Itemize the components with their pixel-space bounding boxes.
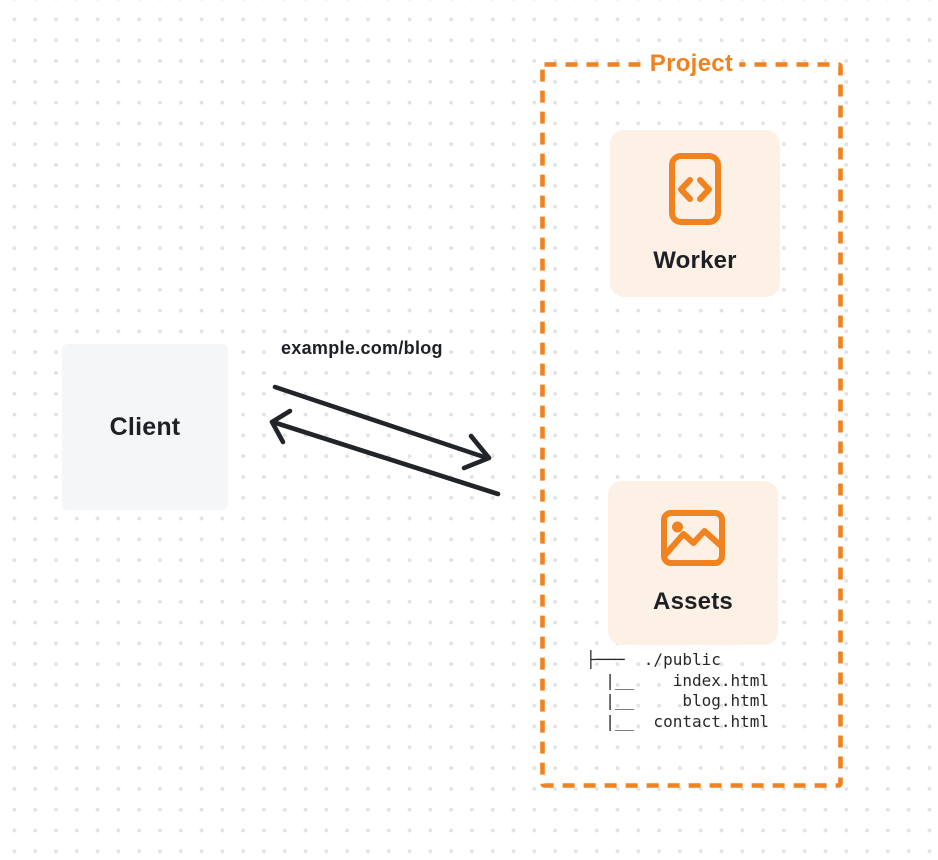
assets-label: Assets [653,588,733,615]
request-arrow [272,384,492,471]
tree-line-contact: |__ contact.html [586,711,770,731]
client-node: Client [62,344,228,510]
code-file-icon [669,152,721,225]
request-url-label: example.com/blog [281,338,443,358]
tree-line-blog: |__ blog.html [586,691,770,710]
tree-line-index: |__ index.html [586,670,770,690]
image-icon [661,510,725,566]
assets-file-tree: ├─── ./public |__ index.html |__ blog.ht… [586,650,769,732]
client-label: Client [109,412,181,441]
project-container: Project Worker Assets ├─── ./public |__ … [540,50,843,788]
assets-node: Assets [608,481,778,645]
worker-label: Worker [653,246,737,274]
tree-line-public: ├─── ./public [586,650,721,669]
project-label: Project [643,50,740,78]
response-arrow [269,408,501,497]
worker-node: Worker [610,130,780,297]
